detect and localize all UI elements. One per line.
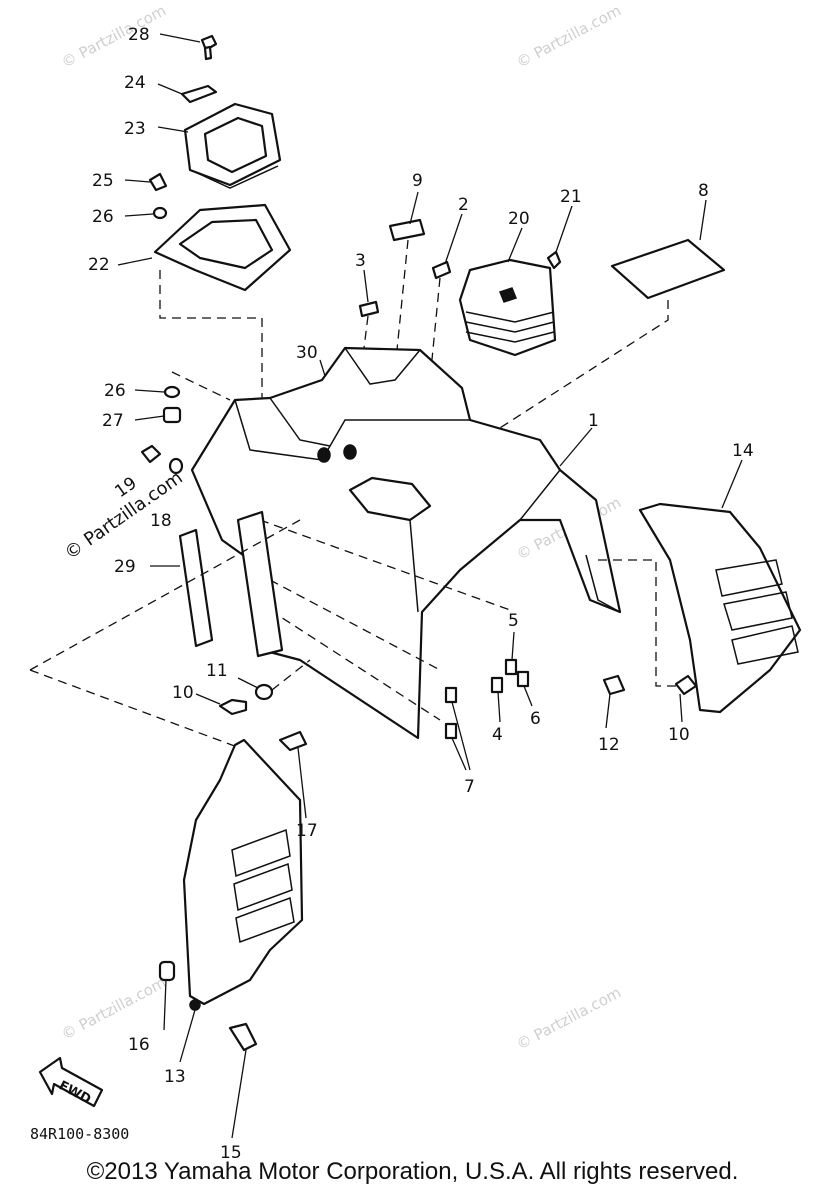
callout: 21 bbox=[560, 187, 582, 207]
callout: 7 bbox=[464, 777, 475, 797]
side-panel-14 bbox=[638, 459, 802, 714]
clip-2 bbox=[427, 213, 463, 401]
diagram-code: 84R100-8300 bbox=[30, 1125, 130, 1143]
side-panel-13 bbox=[29, 669, 304, 1006]
copyright-notice: ©2013 Yamaha Motor Corporation, U.S.A. A… bbox=[86, 1158, 739, 1185]
callout: 28 bbox=[128, 25, 150, 45]
callout: 16 bbox=[128, 1035, 150, 1055]
bolt-25 bbox=[124, 172, 168, 192]
callout: 29 bbox=[114, 557, 136, 577]
callout: 12 bbox=[598, 735, 620, 755]
bolt-15 bbox=[228, 1022, 258, 1139]
callout: 22 bbox=[88, 255, 110, 275]
callout: 10 bbox=[668, 725, 690, 745]
clip-7 bbox=[444, 686, 471, 771]
watermark: © Partzilla.com bbox=[513, 1, 624, 71]
callout: 13 bbox=[164, 1067, 186, 1087]
nut-26-left bbox=[134, 385, 181, 399]
watermark: © Partzilla.com bbox=[58, 973, 169, 1043]
fwd-arrow-icon: FWD bbox=[38, 1056, 104, 1108]
callout: 3 bbox=[355, 251, 366, 271]
callout: 30 bbox=[296, 343, 318, 363]
plate-24 bbox=[157, 83, 218, 104]
callout: 23 bbox=[124, 119, 146, 139]
callout: 26 bbox=[92, 207, 114, 227]
callout: 11 bbox=[206, 661, 228, 681]
clip-9 bbox=[388, 191, 426, 381]
screw-10-left bbox=[195, 659, 311, 716]
decal-8 bbox=[449, 199, 726, 461]
clip-4 bbox=[490, 676, 504, 723]
leader-dashed bbox=[171, 371, 231, 401]
callout: 5 bbox=[508, 611, 519, 631]
grommet-16 bbox=[158, 960, 176, 1031]
screw-21 bbox=[546, 205, 573, 270]
callout: 8 bbox=[698, 181, 709, 201]
callout: 24 bbox=[124, 73, 146, 93]
washer-18 bbox=[168, 457, 184, 475]
callout: 2 bbox=[458, 195, 469, 215]
callout: 17 bbox=[296, 821, 318, 841]
callout: 20 bbox=[508, 209, 530, 229]
callout: 25 bbox=[92, 171, 114, 191]
callout: 4 bbox=[492, 725, 503, 745]
clip-5 bbox=[504, 631, 518, 676]
bolt-28 bbox=[159, 33, 218, 61]
callout: 9 bbox=[412, 171, 423, 191]
callout: 15 bbox=[220, 1143, 242, 1163]
callout: 10 bbox=[172, 683, 194, 703]
bracket-29 bbox=[29, 510, 301, 671]
callout: 6 bbox=[530, 709, 541, 729]
clip-6 bbox=[516, 670, 533, 707]
box-20 bbox=[458, 227, 557, 357]
callout: 18 bbox=[150, 511, 172, 531]
grommet-13 bbox=[179, 999, 201, 1063]
callout: 27 bbox=[102, 411, 124, 431]
cover-23 bbox=[157, 102, 282, 189]
screw-10-right bbox=[598, 559, 698, 723]
callout: 14 bbox=[732, 441, 754, 461]
callout: 1 bbox=[588, 411, 599, 431]
watermark: © Partzilla.com bbox=[513, 983, 624, 1053]
nut-11 bbox=[237, 677, 274, 701]
clip-12 bbox=[602, 674, 626, 729]
front-fender-1 bbox=[190, 346, 622, 740]
nut-26-top bbox=[124, 206, 168, 220]
callout: 26 bbox=[104, 381, 126, 401]
nut-19 bbox=[140, 444, 162, 464]
screw-17 bbox=[278, 730, 308, 819]
bracket-22 bbox=[117, 203, 292, 400]
watermark: © Partzilla.com bbox=[58, 1, 169, 71]
nut-27 bbox=[134, 406, 182, 424]
